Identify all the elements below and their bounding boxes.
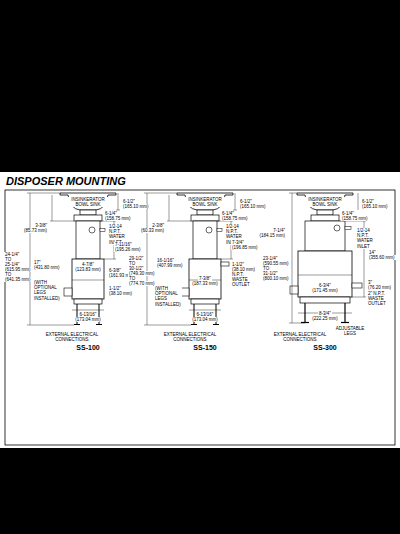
dimension-label: (158.75 mm) — [104, 216, 132, 221]
dimension-label: (641.35 mm) — [4, 277, 32, 282]
model-name: SS-150 — [192, 344, 217, 352]
dimension-label: N.P.T. WASTE OUTLET — [231, 272, 255, 288]
dimension-label: (60.33 mm) — [140, 228, 165, 233]
dimension-label: ADJUSTABLE LEGS — [329, 326, 371, 336]
dimension-label: 2" N.P.T. WASTE OUTLET — [367, 291, 393, 307]
dimension-label: (WITH OPTIONAL LEGS INSTALLED) — [154, 286, 182, 307]
dimension-label: EXTERNAL ELECTRICAL CONNECTIONS — [41, 332, 103, 342]
dimension-label: INSINKERATOR BOWL SINK — [67, 197, 109, 207]
dimension-label: (196.85 mm) — [231, 245, 259, 250]
dimension-label: (187.33 mm) — [191, 281, 219, 286]
dimension-label: EXTERNAL ELECTRICAL CONNECTIONS — [159, 332, 221, 342]
dimension-label: (195.26 mm) — [114, 247, 142, 252]
dimension-label: INSINKERATOR BOWL SINK — [184, 197, 226, 207]
dimension-label: (158.75 mm) — [341, 216, 369, 221]
dimension-label: 1/2-14 N.P.T. WATER INLET — [356, 228, 382, 249]
dimension-label: (165.10 mm) — [122, 204, 150, 209]
dimension-label: (38.10 mm) — [108, 291, 133, 296]
dimension-label: (800.10 mm) — [262, 276, 290, 281]
dimension-label: (431.80 mm) — [33, 265, 61, 270]
dimension-label: (222.25 mm) — [311, 316, 339, 321]
dimension-label: (355.60 mm) — [368, 255, 396, 260]
dimension-label: (76.20 mm) — [367, 285, 392, 290]
dimension-label: (165.10 mm) — [239, 204, 267, 209]
dimension-label: (WITH OPTIONAL LEGS INSTALLED) — [33, 280, 63, 301]
dimension-label: (173.04 mm) — [191, 317, 219, 322]
model-name: SS-300 — [312, 344, 337, 352]
dimension-label: (158.75 mm) — [221, 216, 249, 221]
dimension-label: (184.15 mm) — [258, 233, 286, 238]
dimension-label: (774.70 mm) — [128, 281, 156, 286]
dimension-label: (123.83 mm) — [74, 267, 102, 272]
dimension-label: INSINKERATOR BOWL SINK — [304, 197, 346, 207]
page-title: DISPOSER MOUNTING — [6, 175, 126, 187]
dimension-label: (85.73 mm) — [23, 228, 48, 233]
dimension-label: (171.45 mm) — [311, 288, 339, 293]
dimension-label: (165.10 mm) — [361, 204, 389, 209]
dimension-label: (173.04 mm) — [74, 317, 102, 322]
dimension-label: EXTERNAL ELECTRICAL CONNECTIONS — [271, 332, 329, 342]
dimension-label: (407.99 mm) — [156, 263, 184, 268]
model-name: SS-100 — [75, 344, 100, 352]
